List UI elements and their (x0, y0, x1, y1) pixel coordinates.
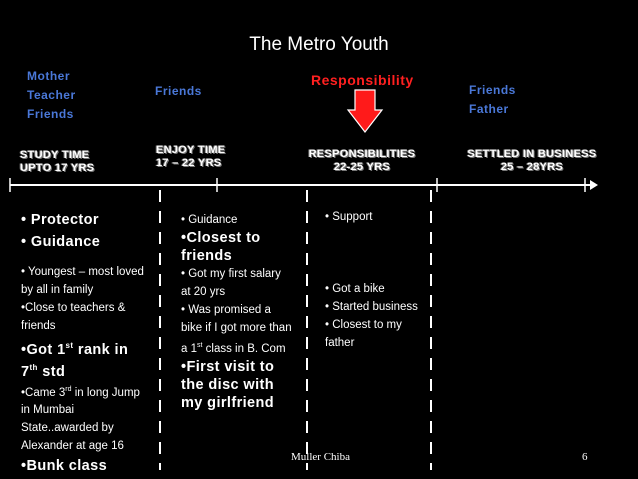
footer-author: Muller Chiba (291, 451, 350, 463)
responsibility-label: Responsibility (311, 72, 414, 88)
column-responsibilities: • Support • Got a bike • Started busines… (325, 208, 425, 352)
bullet-item: •Close to teachers & friends (21, 302, 126, 332)
influence-label: Teacher (27, 88, 76, 102)
down-arrow-icon (346, 89, 384, 133)
influence-label: Mother (27, 69, 70, 83)
bullet-item: • Got my first salary at 20 yrs (181, 268, 281, 298)
influence-label: Friends (155, 84, 202, 98)
page-number: 6 (582, 451, 588, 463)
slide-title: The Metro Youth (249, 34, 389, 55)
influence-label: Friends (27, 107, 74, 121)
column-study-time: • Protector • Guidance • Youngest – most… (21, 211, 149, 475)
influence-label: Friends (469, 83, 516, 97)
bullet-item: •Closest to friends (181, 230, 261, 264)
bullet-item: • Guidance (21, 234, 101, 250)
influence-group-settled: Friends Father (469, 81, 516, 119)
stage-responsibilities: RESPONSIBILITIES 22-25 YRS (308, 148, 416, 173)
bullet-item: •Came 3rd in long Jump in Mumbai State..… (21, 385, 140, 453)
bullet-item: • Support (325, 211, 373, 223)
bullet-item: •Got 1st rank in 7th std (21, 341, 129, 380)
influence-group-enjoy: Friends (155, 82, 202, 101)
bullet-item: • Started business (325, 301, 418, 313)
bullet-item: • Protector (21, 212, 99, 228)
bullet-item: •First visit to the disc with my girlfri… (181, 358, 275, 411)
column-enjoy-time: • Guidance •Closest to friends • Got my … (181, 211, 293, 412)
stage-study: STUDY TIME UPTO 17 YRS (20, 149, 95, 174)
bullet-item: • Closest to my father (325, 319, 402, 349)
bullet-item: • Was promised a bike if I got more than… (181, 304, 292, 355)
stage-enjoy: ENJOY TIME 17 – 22 YRS (156, 144, 226, 169)
bullet-item: • Got a bike (325, 283, 385, 295)
timeline-arrowhead-icon (590, 180, 598, 190)
stage-settled: SETTLED IN BUSINESS 25 – 28YRS (467, 148, 597, 173)
influence-label: Father (469, 102, 509, 116)
influence-group-study: Mother Teacher Friends (27, 67, 76, 124)
bullet-item: • Youngest – most loved by all in family (21, 266, 144, 296)
bullet-item: •Bunk class (21, 458, 108, 475)
bullet-item: • Guidance (181, 214, 238, 226)
